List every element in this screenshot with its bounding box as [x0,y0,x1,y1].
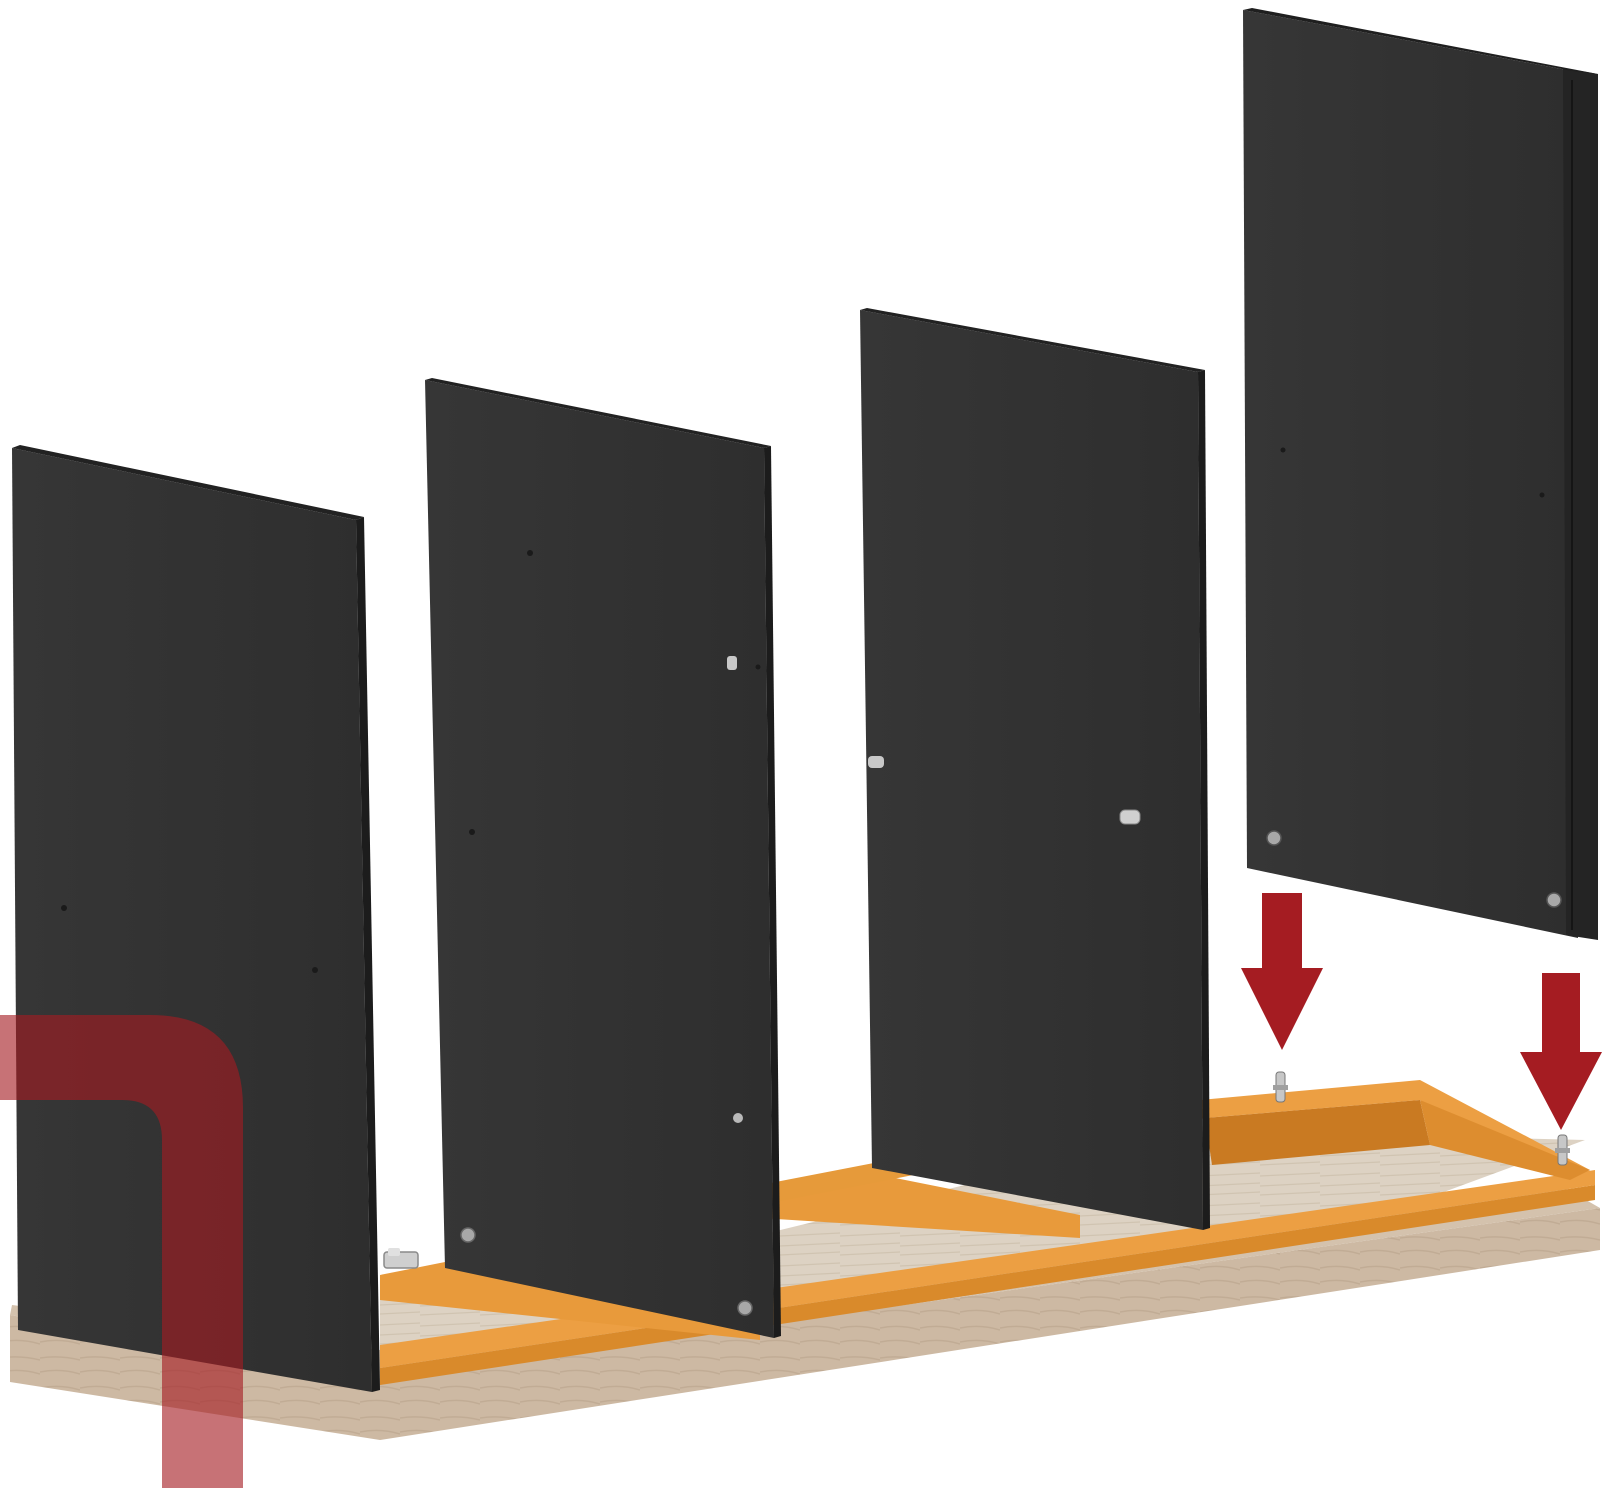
panel-4-front [1243,10,1578,938]
panel-2-front [425,380,774,1338]
cam-bolt-icon [1120,810,1140,824]
panel-1-hole [312,967,318,973]
cam-bolt-icon [733,1113,743,1123]
panel-4-hole [1281,448,1286,453]
cam-bolt-icon [868,756,884,768]
panel-2-hole [756,665,761,670]
cam-lock-icon [1547,893,1561,907]
panel-4-hole [1540,493,1545,498]
panel-2-hole [469,829,475,835]
panel-2-hole [527,550,533,556]
side-panel-2 [425,378,781,1338]
corner-bracket-icon [384,1248,418,1268]
down-arrow-icon [1520,973,1602,1130]
panel-4-edge [1563,68,1598,940]
cam-lock-icon [738,1301,752,1315]
panel-1-hole [61,905,67,911]
cam-lock-icon [461,1228,475,1242]
side-panel-4-lowering [1243,8,1598,940]
panel-3-front [860,310,1203,1230]
down-arrow-icon [1241,893,1323,1050]
side-panel-3 [860,308,1210,1230]
cam-bolt-icon [727,656,737,670]
cam-lock-icon [1267,831,1281,845]
